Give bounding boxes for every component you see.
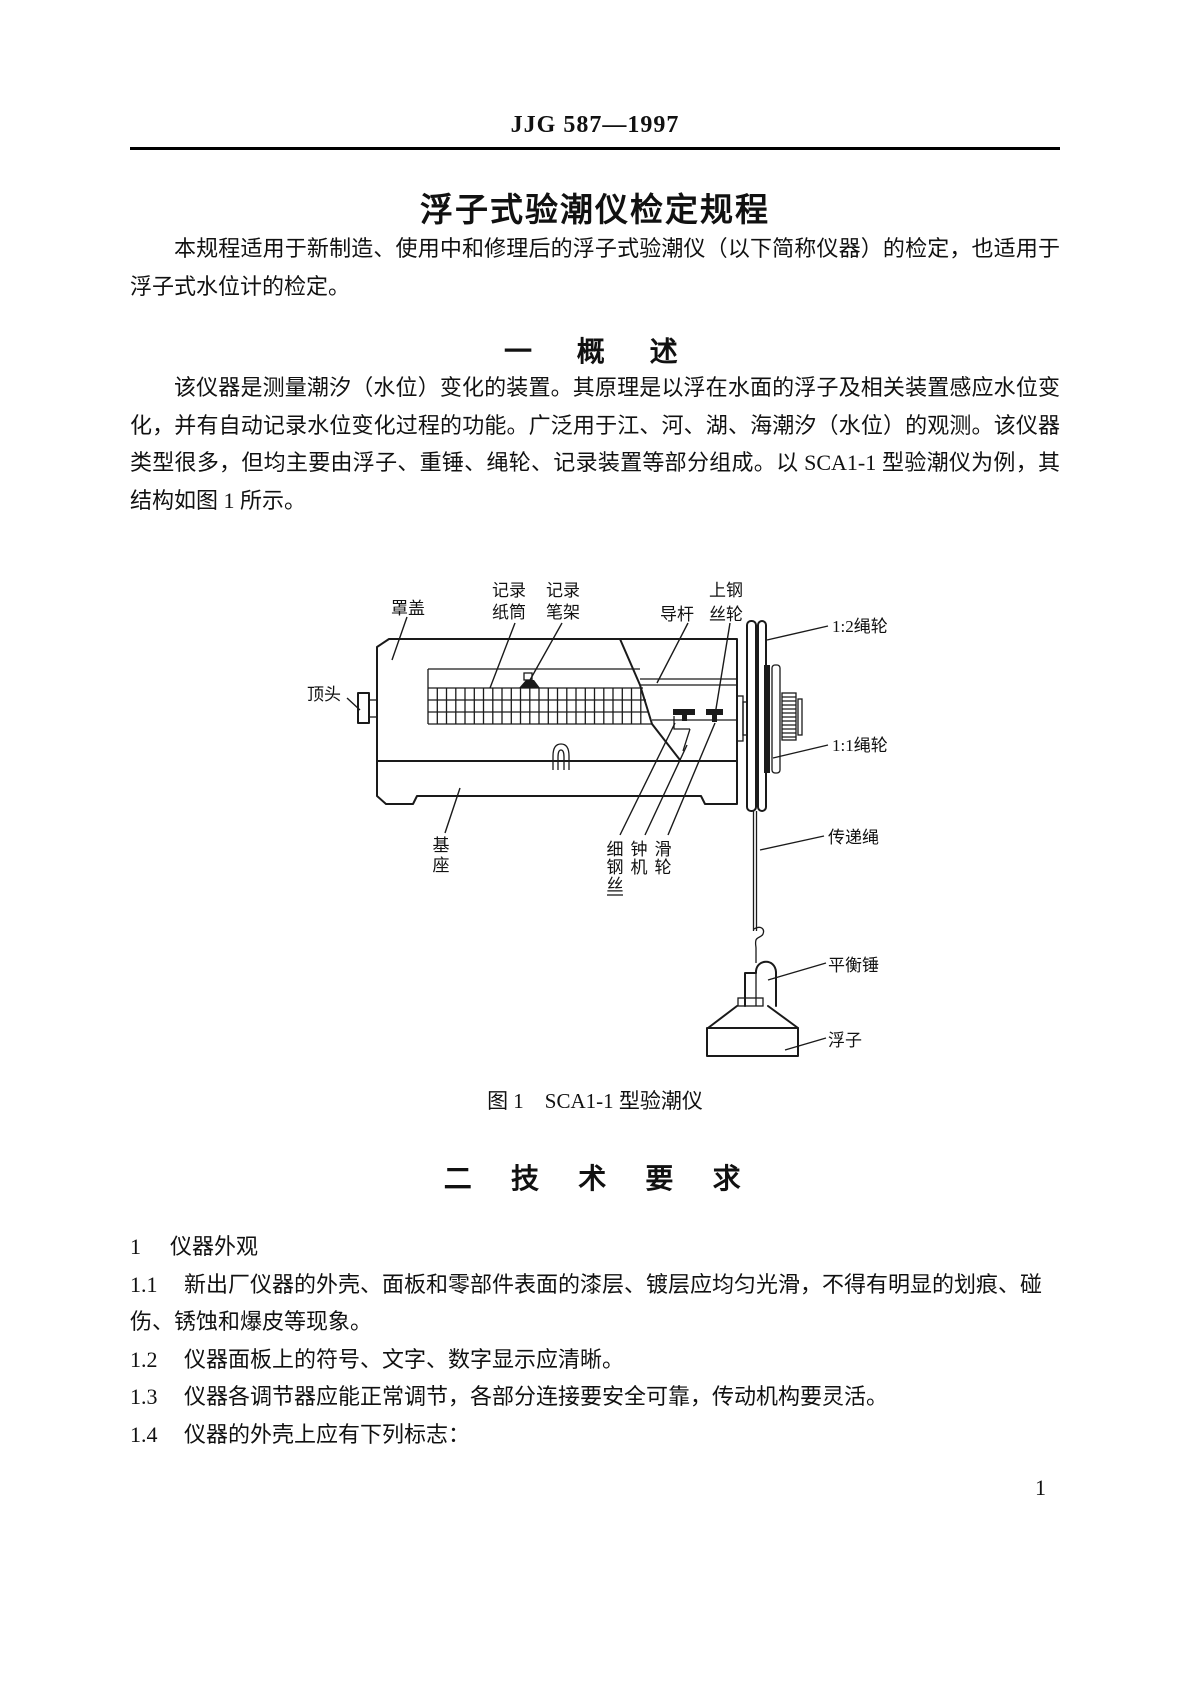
clause-1-3-text: 仪器各调节器应能正常调节，各部分连接要安全可靠，传动机构要灵活。	[184, 1384, 889, 1409]
leader-record-paper	[489, 622, 516, 689]
rope-wheel-disc-3	[771, 664, 781, 774]
page-number: 1	[1035, 1475, 1046, 1500]
leader-rope-wheel-11	[772, 744, 829, 759]
label-rope-wheel-11: 1:1绳轮	[832, 736, 888, 755]
label-cover: 罩盖	[391, 599, 425, 618]
section-overview-heading: 一 概 述	[503, 336, 686, 367]
label-base-2: 座	[433, 856, 450, 875]
label-rope-wheel-12: 1:2绳轮	[832, 617, 888, 636]
knurl-hatching	[782, 696, 796, 738]
label-base-1: 基	[433, 836, 450, 855]
label-top-head: 顶头	[307, 685, 341, 704]
leader-transfer-rope	[759, 835, 825, 851]
record-pen-base	[519, 680, 540, 688]
leader-top-head	[346, 697, 361, 711]
figure-1: 罩盖 顶头 记录 纸筒 记录 笔架 导杆 上钢 丝轮 1:2绳轮 1:1绳轮 基…	[130, 533, 1060, 1068]
label-pulley-1: 滑	[655, 840, 672, 859]
leader-upper-wire-wheel	[714, 622, 731, 716]
latch	[552, 743, 570, 770]
rope-wheel-disc-1	[746, 620, 757, 812]
label-balance-weight: 平衡锤	[828, 956, 879, 975]
label-upper-wire-wheel-1: 上钢	[709, 581, 743, 600]
clause-1-3: 1.3 仪器各调节器应能正常调节，各部分连接要安全可靠，传动机构要灵活。	[130, 1378, 1060, 1416]
clause-1-4: 1.4 仪器的外壳上应有下列标志：	[130, 1416, 1060, 1454]
pulley-stem	[682, 715, 687, 721]
clause-1-1-text: 新出厂仪器的外壳、面板和零部件表面的漆层、镀层应均匀光滑，不得有明显的划痕、碰伤…	[130, 1271, 1043, 1335]
rope-hook	[753, 926, 765, 963]
hub-dark	[764, 665, 770, 773]
clause-1: 1 仪器外观	[130, 1228, 1060, 1266]
upper-wire-wheel-stem	[712, 715, 717, 722]
leader-record-pen	[529, 622, 563, 681]
clause-1-2-number: 1.2	[130, 1346, 158, 1372]
leader-clockwork	[644, 744, 688, 836]
label-record-pen-2: 笔架	[546, 603, 580, 622]
clause-1-3-number: 1.3	[130, 1384, 158, 1409]
clause-1-4-text: 仪器的外壳上应有下列标志：	[184, 1421, 471, 1447]
leader-base	[444, 787, 461, 834]
tide-gauge-diagram: 罩盖 顶头 记录 纸筒 记录 笔架 导杆 上钢 丝轮 1:2绳轮 1:1绳轮 基…	[307, 581, 888, 1057]
float-cone	[707, 1005, 799, 1029]
label-guide-rod: 导杆	[660, 605, 694, 624]
label-fine-wire-2: 钢	[607, 858, 624, 877]
leader-rope-wheel-12	[766, 625, 829, 641]
label-float: 浮子	[828, 1031, 862, 1050]
leader-balance-weight	[767, 962, 827, 981]
label-fine-wire-3: 丝	[607, 876, 624, 895]
leader-float	[784, 1037, 827, 1051]
clause-1-number: 1	[130, 1234, 141, 1259]
upper-wire-wheel-piece	[706, 709, 723, 715]
label-record-paper-1: 记录	[492, 581, 526, 600]
balance-weight-shape	[744, 960, 777, 1007]
intro-paragraph: 本规程适用于新制造、使用中和修理后的浮子式验潮仪（以下简称仪器）的检定，也适用于…	[130, 236, 1060, 299]
clause-1-2: 1.2 仪器面板上的符号、文字、数字显示应清晰。	[130, 1341, 1060, 1379]
guide-rod-lines	[640, 678, 737, 686]
section-tech-heading: 二 技 术 要 求	[443, 1163, 747, 1194]
overview-paragraph: 该仪器是测量潮汐（水位）变化的装置。其原理是以浮在水面的浮子及相关装置感应水位变…	[130, 375, 1060, 513]
float-body	[706, 1027, 799, 1057]
leader-fine-wire	[619, 722, 676, 836]
clause-1-text: 仪器外观	[170, 1234, 259, 1259]
document-title: 浮子式验潮仪检定规程	[420, 191, 770, 228]
clause-1-4-number: 1.4	[130, 1421, 158, 1447]
page-header: JJG 587—1997	[510, 112, 680, 138]
transfer-rope-line	[752, 811, 758, 931]
top-head-knob	[357, 692, 370, 724]
label-record-paper-2: 纸筒	[492, 603, 526, 622]
leader-pulley	[667, 722, 716, 836]
clause-1-2-text: 仪器面板上的符号、文字、数字显示应清晰。	[184, 1346, 625, 1372]
label-record-pen-1: 记录	[546, 581, 580, 600]
leader-cover	[391, 616, 408, 661]
label-transfer-rope: 传递绳	[828, 828, 879, 847]
figure-caption: 图 1 SCA1-1 型验潮仪	[487, 1089, 703, 1113]
top-head-knob-step	[368, 699, 378, 718]
float-neck-flange	[737, 997, 764, 1007]
label-pulley-2: 轮	[655, 858, 672, 877]
label-clockwork-1: 钟	[631, 840, 648, 859]
fine-wire-bracket	[673, 716, 691, 752]
header-rule	[130, 147, 1060, 150]
label-clockwork-2: 机	[631, 858, 648, 877]
label-upper-wire-wheel-2: 丝轮	[709, 605, 743, 624]
record-paper-grid	[427, 668, 652, 725]
clause-1-1-number: 1.1	[130, 1271, 158, 1297]
pulley-piece	[673, 709, 695, 715]
leader-guide-rod	[656, 622, 689, 684]
label-fine-wire-1: 细	[607, 840, 624, 859]
knob-cap	[797, 698, 803, 736]
